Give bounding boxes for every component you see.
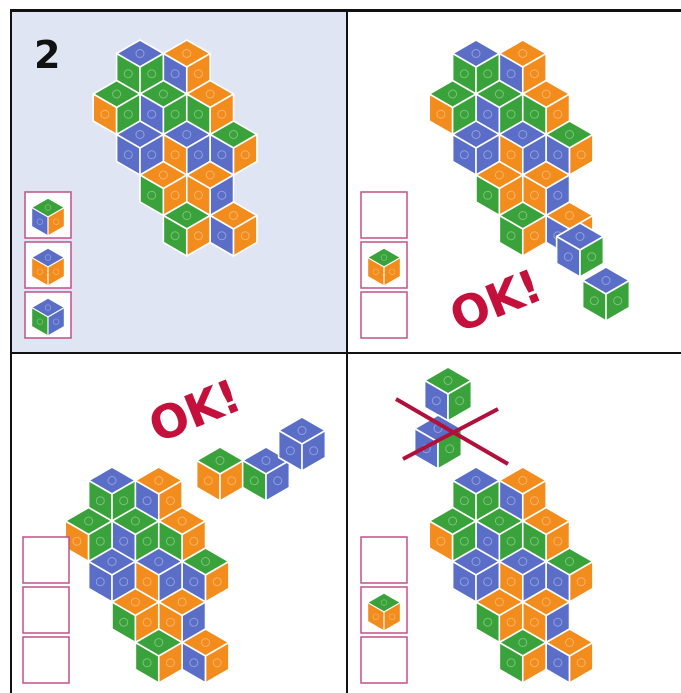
panel-4-drawing <box>348 354 681 693</box>
panel-1-cube-cluster <box>93 40 257 256</box>
placed-cube <box>583 267 630 321</box>
panel-3-cube-cluster <box>65 467 229 683</box>
step-number: 2 <box>34 36 60 74</box>
panel-2-cube-cluster <box>429 40 593 256</box>
rejected-cube <box>425 367 472 421</box>
panel-2-slot-3 <box>361 292 407 338</box>
panel-1-drawing <box>12 12 348 354</box>
panel-4-slot-3 <box>361 637 407 683</box>
panel-1: 2 <box>12 12 348 354</box>
panel-2-slot-1 <box>361 192 407 238</box>
panel-4 <box>348 354 681 693</box>
panel-3-slot-2 <box>23 587 69 633</box>
panel-4-cube-cluster <box>429 467 593 683</box>
placed-cube <box>197 447 244 501</box>
panel-3-slot-3 <box>23 637 69 683</box>
panel-3-slot-1 <box>23 537 69 583</box>
panel-4-slot-1 <box>361 537 407 583</box>
